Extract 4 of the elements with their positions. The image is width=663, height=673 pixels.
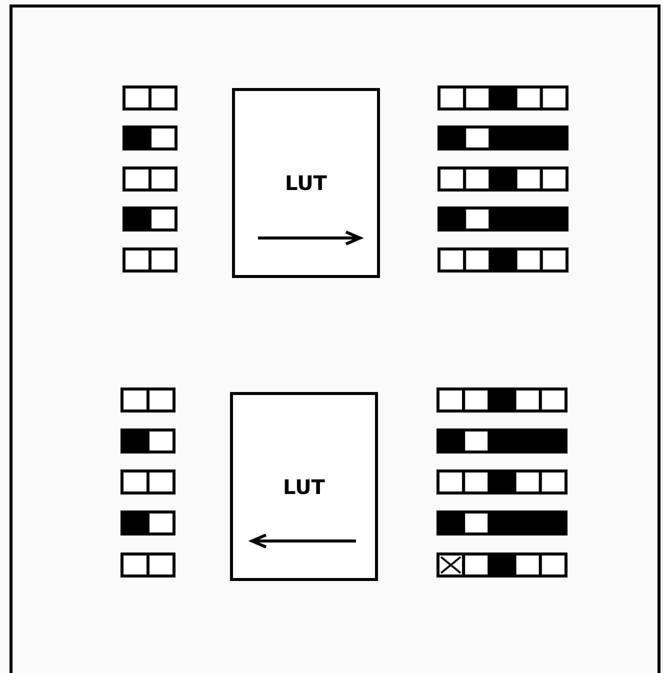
lut-box [232,88,380,278]
lut-box [230,392,378,581]
lut-label: LUT [284,171,328,195]
lut-label: LUT [282,475,326,499]
